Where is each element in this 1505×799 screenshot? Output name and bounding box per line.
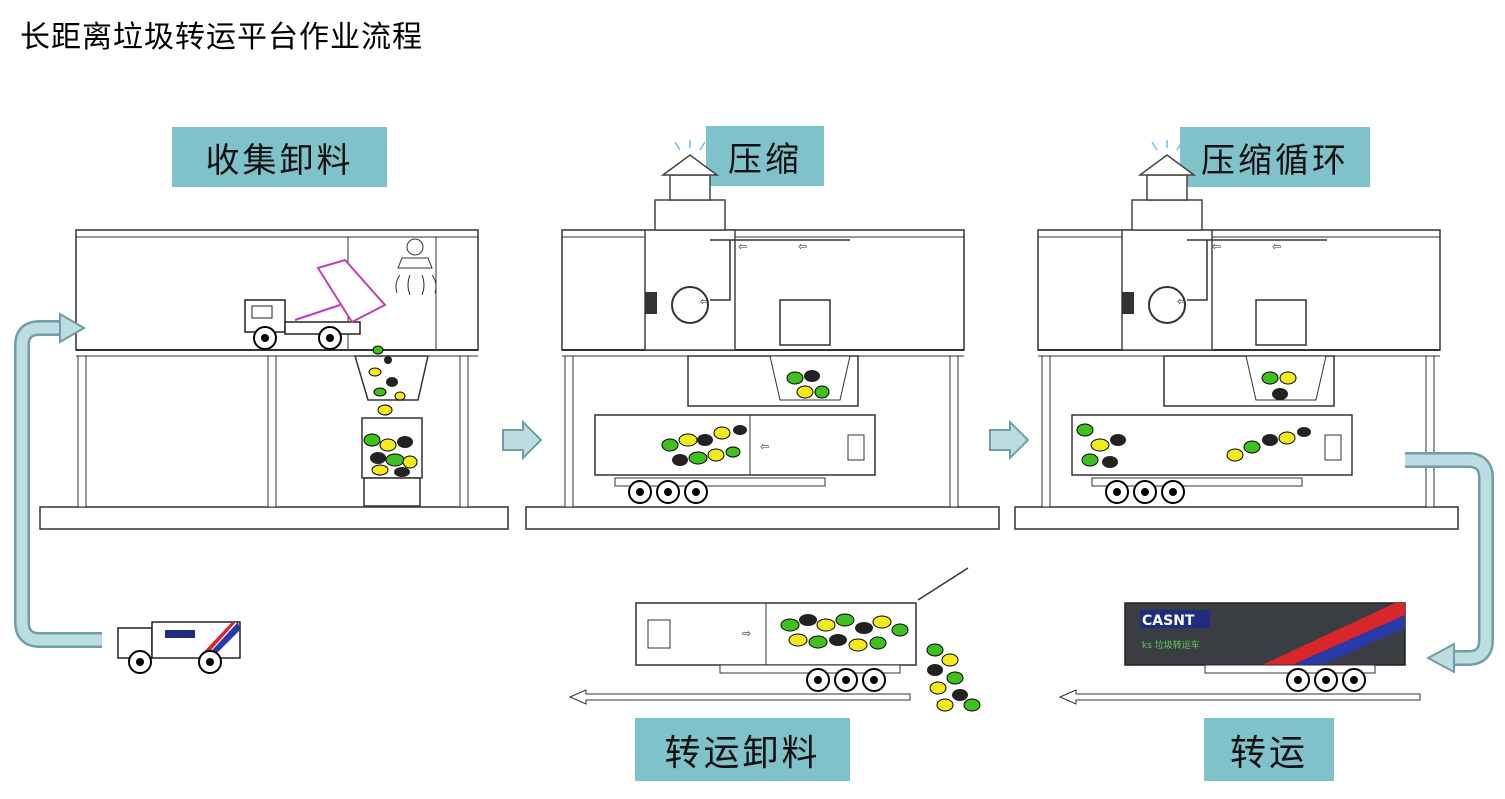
stage-label-transport: 转运 <box>1204 718 1334 781</box>
stage-collect-building <box>39 229 509 530</box>
garbage-unload <box>780 613 981 712</box>
garbage-stage-1 <box>363 345 418 477</box>
garbage-stage-2 <box>661 370 830 466</box>
svg-text:⇦: ⇦ <box>738 240 747 253</box>
stage-label-compress-cycle: 压缩循环 <box>1180 127 1370 187</box>
flow-arrow-right-2 <box>989 419 1030 461</box>
road-arrow-transport <box>1058 689 1421 705</box>
stage-label-transport-unload: 转运卸料 <box>635 718 850 781</box>
svg-text:⇦: ⇦ <box>760 440 769 453</box>
svg-text:⇦: ⇦ <box>1212 240 1221 253</box>
svg-text:⇦: ⇦ <box>798 240 807 253</box>
collection-truck <box>117 621 241 674</box>
flow-arrow-right-1 <box>502 419 543 461</box>
transport-trailer: CASNT ks 垃圾转运车 <box>1124 602 1406 692</box>
garbage-stage-3 <box>1076 371 1311 468</box>
svg-text:⇦: ⇦ <box>1177 295 1186 308</box>
stage-label-collect-unload: 收集卸料 <box>172 127 387 187</box>
trailer-text: ks 垃圾转运车 <box>1142 639 1200 651</box>
svg-text:⇦: ⇦ <box>1272 240 1281 253</box>
unload-trailer: ⇨ <box>635 567 969 692</box>
stage-label-compress: 压缩 <box>706 126 824 186</box>
page-title: 长距离垃圾转运平台作业流程 <box>20 20 423 55</box>
stage-compress-building: ⇦ ⇦ ⇦ ⇦ <box>525 139 1000 530</box>
flow-arrow-return-loop <box>14 312 102 648</box>
stage-cycle-building: ⇦ ⇦ ⇦ <box>1014 139 1459 530</box>
svg-text:⇦: ⇦ <box>700 295 709 308</box>
flow-arrow-down-right <box>1405 452 1494 674</box>
trailer-logo: CASNT <box>1142 613 1195 629</box>
svg-text:⇨: ⇨ <box>742 627 751 640</box>
road-arrow-unload <box>568 689 911 705</box>
